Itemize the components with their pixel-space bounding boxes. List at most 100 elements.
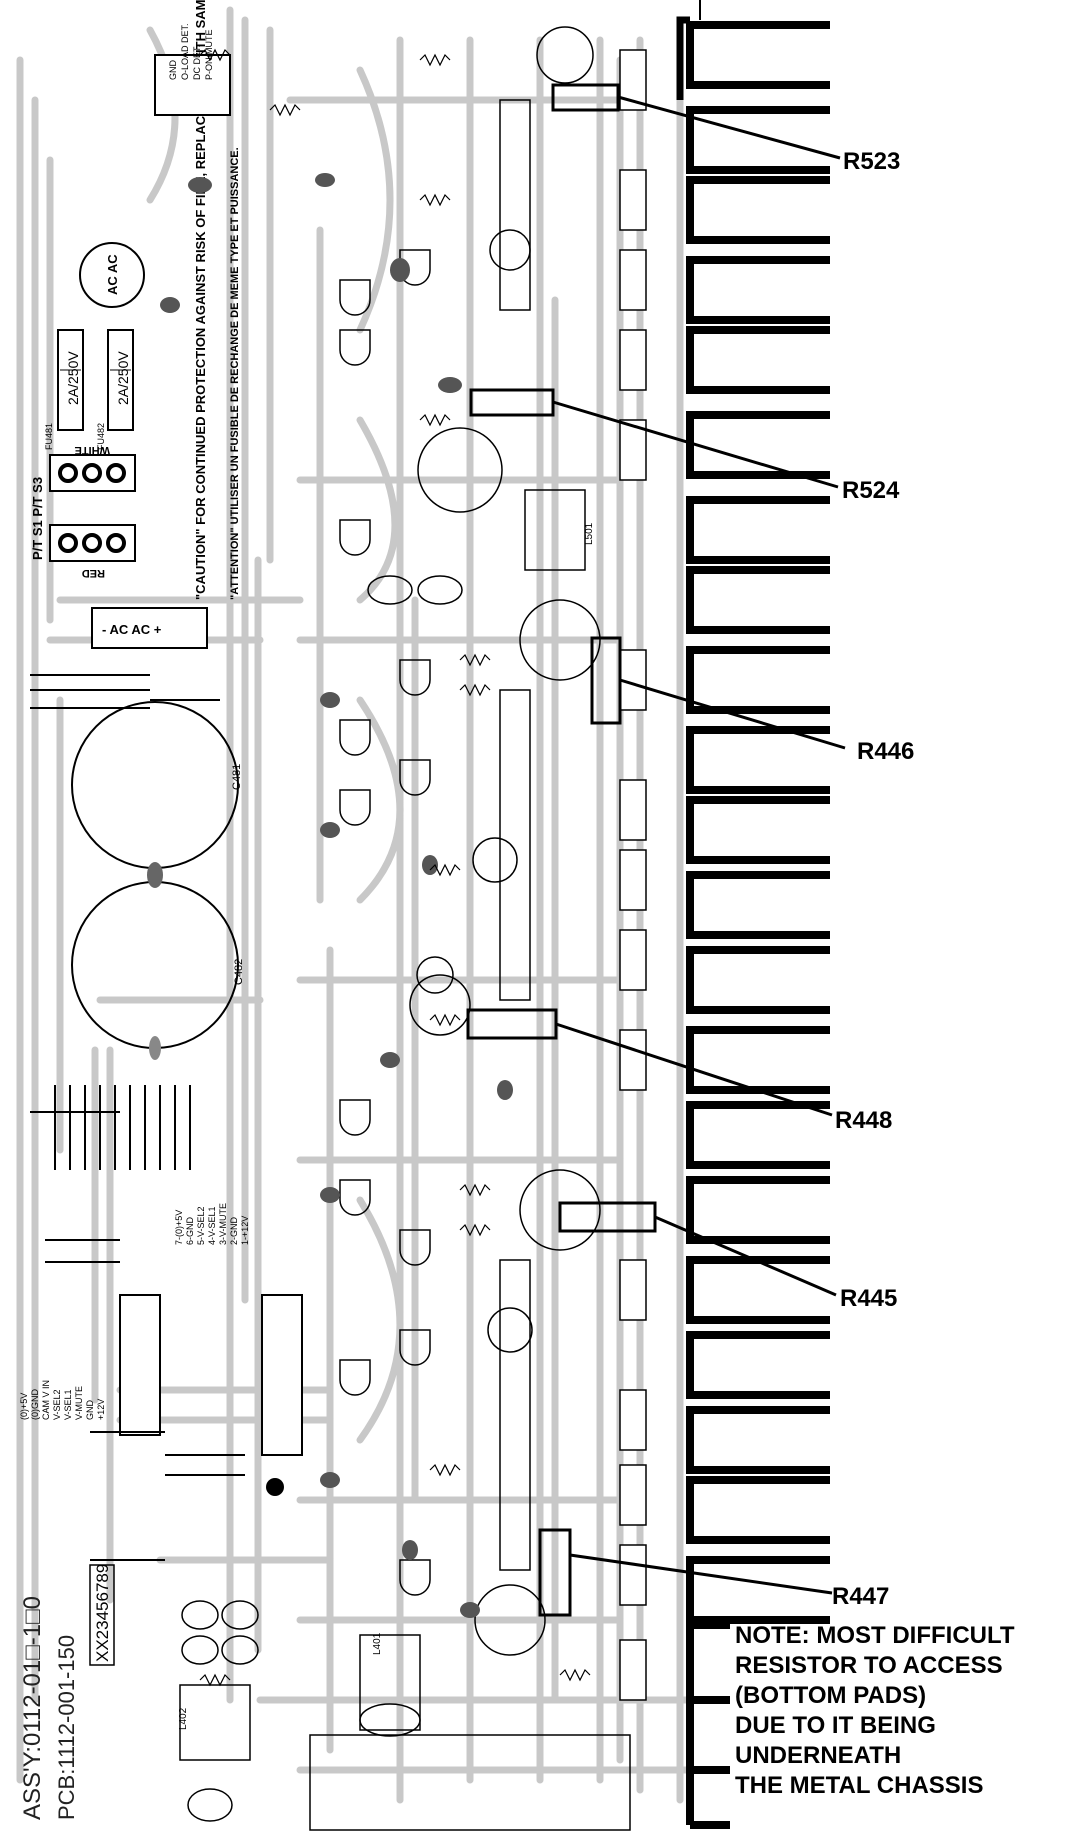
- fuse-fu481: 2A/250V: [57, 329, 84, 431]
- assy-label: ASS'Y:0112-01□-1□0: [19, 1596, 46, 1820]
- svg-text:+12V: +12V: [96, 1399, 106, 1420]
- svg-text:(0)GND: (0)GND: [30, 1389, 40, 1420]
- heatsink-fin: [686, 1331, 830, 1399]
- highlight-r447: [538, 1528, 572, 1617]
- capacitor-dots: [160, 173, 513, 1618]
- heatsink-fin: [686, 1026, 830, 1094]
- svg-text:2-GND: 2-GND: [229, 1216, 239, 1245]
- attention-text: "ATTENTION" UTILISER UN FUSIBLE DE RECHA…: [229, 147, 241, 600]
- callout-r523: R523: [843, 148, 901, 175]
- svg-text:5-V-SEL2: 5-V-SEL2: [196, 1206, 206, 1245]
- heatsink-fin: [686, 1406, 830, 1474]
- access-note: NOTE: MOST DIFFICULT RESISTOR TO ACCESS …: [735, 1621, 1075, 1801]
- heatsink-fin: [686, 871, 830, 939]
- ac-capacitor-label: AC AC: [105, 254, 120, 295]
- white-connector: [49, 454, 136, 492]
- white-label: WHITE: [75, 444, 110, 456]
- component-field: [179, 26, 631, 1831]
- resistor-zigzags: [199, 48, 591, 1687]
- note-line: (BOTTOM PADS): [735, 1682, 927, 1709]
- connector-cn408: [119, 1294, 161, 1436]
- heatsink-fin: [686, 496, 830, 564]
- bridge-rectifier: [91, 607, 208, 649]
- leader-r445: [654, 1215, 837, 1297]
- callout-r448: R448: [835, 1107, 893, 1134]
- heatsink-fin-group: [686, 21, 830, 1829]
- fuse-fu482: 2A/250V: [107, 329, 134, 431]
- ac-capacitor: [79, 242, 145, 308]
- heatsink-fin: [686, 176, 830, 244]
- heatsink-fin: [686, 1476, 830, 1544]
- svg-text:V-MUTE: V-MUTE: [74, 1386, 84, 1420]
- callout-r524: R524: [842, 477, 900, 504]
- leader-r447: [569, 1553, 833, 1595]
- heatsink-fin: [686, 646, 830, 714]
- callout-r447: R447: [832, 1583, 890, 1610]
- c482-label: C482: [233, 959, 245, 985]
- svg-text:6-GND: 6-GND: [185, 1216, 195, 1245]
- svg-text:V-SEL2: V-SEL2: [52, 1389, 62, 1420]
- svg-text:GND: GND: [85, 1400, 95, 1421]
- heatsink-fin: [686, 21, 830, 89]
- fu482-label: FU482: [96, 423, 106, 450]
- top-connector-pin4: P-ON/MUTE: [204, 30, 214, 81]
- pts-label: P/T S1 P/T S3: [30, 477, 45, 560]
- note-line: RESISTOR TO ACCESS: [735, 1652, 1003, 1679]
- callout-r445: R445: [840, 1285, 898, 1312]
- heatsink-fin: [686, 566, 830, 634]
- note-line: NOTE: MOST DIFFICULT: [735, 1622, 1015, 1649]
- top-connector-pin1: GND: [168, 60, 178, 81]
- board-outline: [0, 0, 700, 1831]
- connector-cn410: [261, 1294, 303, 1456]
- red-label: RED: [82, 567, 105, 579]
- cn408-pin-labels: +12V GND V-MUTE V-SEL1 V-SEL2 CAM V IN (…: [19, 1380, 106, 1420]
- heatsink-fin: [686, 796, 830, 864]
- heatsink-fin: [686, 1256, 830, 1324]
- heatsink-fin: [686, 946, 830, 1014]
- svg-text:3-V-MUTE: 3-V-MUTE: [218, 1203, 228, 1245]
- heatsink-fin: [686, 106, 830, 174]
- top-connector-pin2: O-LOAD DET.: [180, 23, 190, 80]
- svg-text:XX23456789: XX23456789: [93, 1564, 112, 1662]
- leader-r448: [555, 1022, 833, 1117]
- svg-text:4-V-SEL1: 4-V-SEL1: [207, 1206, 217, 1245]
- heatsink-fin: [686, 411, 830, 479]
- note-line: UNDERNEATH: [735, 1742, 902, 1769]
- heatsink-fin: [686, 1101, 830, 1169]
- svg-text:(0)+5V: (0)+5V: [19, 1393, 29, 1420]
- l501-label: L501: [584, 522, 595, 545]
- transistor-outlines: [339, 249, 431, 1596]
- top-connector: [154, 54, 231, 116]
- note-line: THE METAL CHASSIS: [735, 1772, 984, 1799]
- jumper-wires: [30, 674, 245, 1561]
- option-boxes: XX23456789: [89, 1564, 115, 1666]
- callout-leader-lines: [552, 95, 846, 1595]
- mount-hole-mid: [266, 1478, 284, 1496]
- callout-r446: R446: [857, 738, 915, 765]
- leader-r523: [617, 95, 841, 160]
- heatsink-fin: [686, 1176, 830, 1244]
- output-transistors: [619, 49, 647, 1701]
- svg-text:V-SEL1: V-SEL1: [63, 1389, 73, 1420]
- heatsink-fin: [686, 726, 830, 794]
- mount-hole-lower: [149, 1036, 161, 1060]
- heatsink-spine: [686, 1560, 730, 1829]
- leader-r524: [552, 400, 839, 489]
- svg-text:2A/250V: 2A/250V: [115, 351, 131, 405]
- c481-label: C481: [231, 764, 243, 790]
- l401-label: L401: [372, 1632, 383, 1655]
- bridge-label: - AC AC +: [102, 622, 162, 637]
- svg-text:CAM V IN: CAM V IN: [41, 1380, 51, 1420]
- note-line: DUE TO IT BEING: [735, 1712, 936, 1739]
- red-connector: [49, 524, 136, 562]
- leader-r446: [619, 678, 846, 750]
- svg-text:2A/250V: 2A/250V: [65, 351, 81, 405]
- heatsink-fin: [686, 256, 830, 324]
- svg-text:7-(0)+5V: 7-(0)+5V: [174, 1210, 184, 1245]
- caution-text: "CAUTION" FOR CONTINUED PROTECTION AGAIN…: [193, 0, 208, 600]
- pcb-label: PCB:1112-001-150: [54, 1635, 79, 1820]
- mount-hole-h503: [147, 862, 163, 888]
- cn410-pin-labels: 1-+12V 2-GND 3-V-MUTE 4-V-SEL1 5-V-SEL2 …: [174, 1203, 250, 1245]
- l402-label: L402: [178, 1707, 189, 1730]
